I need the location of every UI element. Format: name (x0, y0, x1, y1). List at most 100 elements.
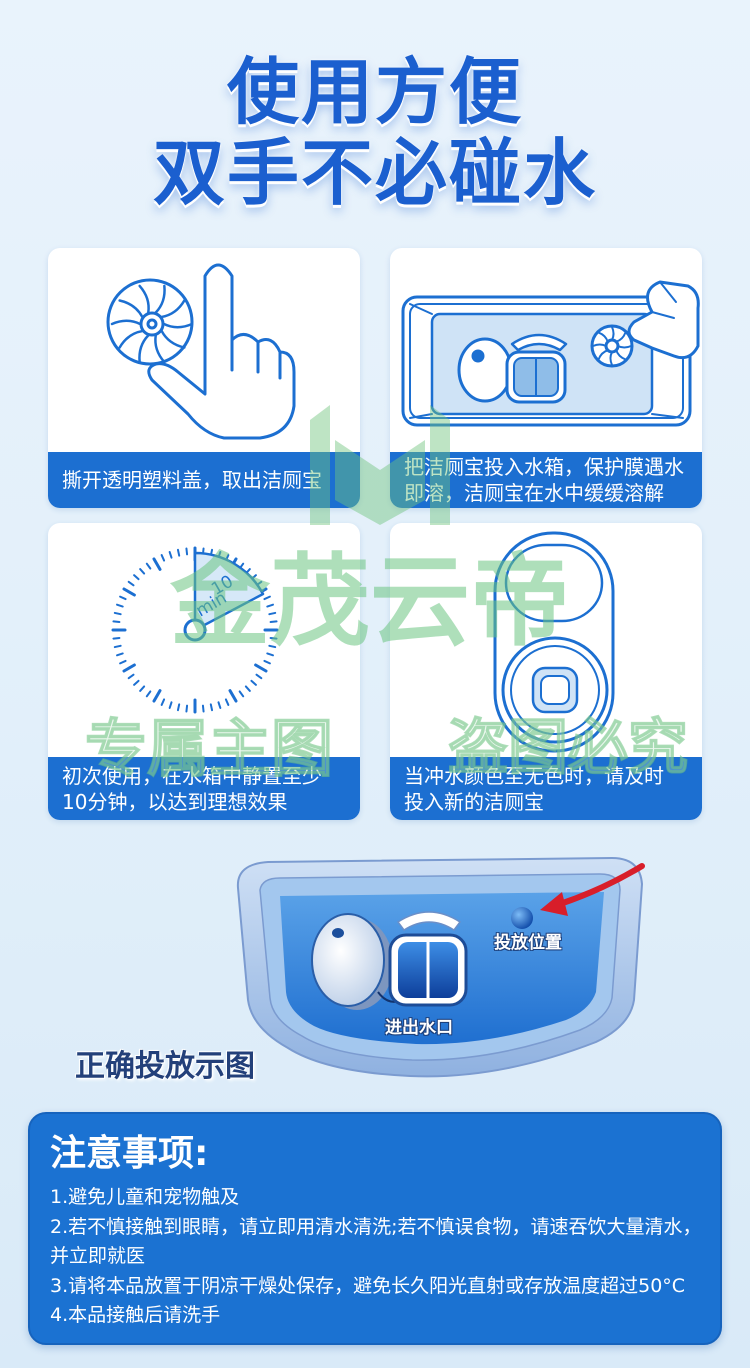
caption-line: 即溶，洁厕宝在水中缓缓溶解 (404, 481, 664, 505)
wheel-spoke (118, 299, 144, 319)
caption-line: 10分钟，以达到理想效果 (62, 789, 288, 814)
clock-tick (119, 659, 127, 665)
notice-line: 1.避免儿童和宠物触及 (50, 1186, 240, 1208)
notice-line: 2.若不慎接触到眼睛，请立即用清水清洗;若不慎误食物，请速吞饮大量清水， (50, 1215, 702, 1238)
top-bracket (510, 333, 568, 352)
red-arrow-head (540, 892, 568, 916)
clock-tick (160, 698, 166, 706)
caption-line: 当冲水颜色至无色时，请及时 (404, 763, 664, 788)
step-caption: 当冲水颜色至无色时，请及时 投入新的洁厕宝 (390, 757, 702, 820)
tank-placement-diagram (236, 856, 645, 1078)
headline-line-1: 使用方便 (226, 50, 523, 134)
clock-sector (193, 551, 265, 632)
clock-tick (238, 690, 245, 698)
caption-line: 把洁厕宝投入水箱，保护膜遇水 (404, 455, 684, 479)
toilet-tank-top-icon (493, 531, 615, 753)
clock-tick (133, 574, 140, 581)
wheel-spoke (118, 329, 144, 349)
tank-lid (504, 543, 604, 623)
lid-hub (139, 311, 165, 337)
lid-hub-dot (146, 318, 158, 330)
drop-position-ball (511, 907, 533, 929)
wheel-spoke (154, 334, 166, 364)
clock-tick (168, 701, 173, 709)
clock-tick (217, 701, 222, 709)
clock-tick (112, 620, 121, 624)
notice-line: 4.本品接触后请洗手 (50, 1304, 221, 1326)
lid-wheel (106, 278, 194, 366)
clock-tick (266, 603, 274, 608)
lid-wheel-spokes (110, 284, 194, 364)
notice-title: 注意事项: (50, 1133, 209, 1174)
clock-tick (112, 636, 121, 640)
notice-list: 1.避免儿童和宠物触及 2.若不慎接触到眼睛，请立即用清水清洗;若不慎误食物，请… (50, 1183, 702, 1331)
clock-tick (139, 568, 146, 575)
drop-position-label: 投放位置 (494, 933, 562, 953)
clock-tick (250, 679, 257, 686)
clock-tick (209, 703, 214, 712)
clock-tick (201, 704, 205, 713)
step-card-wait: 10 min 初次使用，在水箱中静置至少 10分钟，以达到理想效果 (48, 523, 360, 820)
notice-line: 3.请将本品放置于阴凉干燥处保存，避免长久阳光直射或存放温度超过50°C (50, 1274, 686, 1297)
step-caption: 撕开透明塑料盖，取出洁厕宝 (48, 452, 360, 508)
wheel-spoke (162, 322, 194, 329)
float-egg (457, 337, 513, 403)
clock-tick (268, 644, 277, 649)
clock-tick (152, 689, 162, 703)
clock-tick (266, 652, 274, 657)
tank-rim (409, 303, 684, 419)
wheel-spoke (138, 334, 150, 364)
clock-tick (113, 644, 122, 649)
top-bracket (396, 911, 462, 932)
clock-tick (176, 703, 181, 712)
caption-line: 投入新的洁厕宝 (404, 789, 544, 814)
clock-tick (113, 611, 122, 616)
clock-tick (168, 551, 173, 559)
clock-tick (176, 548, 181, 557)
wheel-spoke (138, 284, 150, 314)
hand-shape (627, 280, 700, 360)
clock-tick (224, 698, 230, 706)
clock-tick (263, 659, 271, 665)
tank-drop-icon (401, 280, 700, 427)
wheel-spoke (110, 319, 142, 326)
clock-tick (122, 663, 136, 673)
float-dot (471, 349, 485, 363)
clock-tick (228, 689, 238, 703)
float-dot (332, 928, 344, 938)
clock-tick (185, 704, 189, 713)
clock-tick (255, 673, 263, 680)
clock-tick (145, 562, 152, 570)
wheel-spoke (160, 329, 186, 349)
clock-tick (116, 603, 124, 608)
hand-shape (147, 263, 296, 440)
step-card-replace: 当冲水颜色至无色时，请及时 投入新的洁厕宝 (390, 523, 702, 820)
clock-tick (127, 673, 135, 680)
hand-finger-lines (651, 281, 677, 319)
clock-tick (127, 580, 135, 587)
clock-tick (133, 679, 140, 686)
clock-tick (139, 685, 146, 692)
notice-line: 并立即就医 (50, 1245, 146, 1267)
step-caption: 把洁厕宝投入水箱，保护膜遇水 即溶，洁厕宝在水中缓缓溶解 (390, 452, 702, 508)
clock-tick (269, 636, 278, 640)
bowl-inner (510, 645, 600, 735)
peel-lid-hand-icon (106, 263, 296, 440)
float-egg (311, 913, 385, 1007)
small-wheel-hub (604, 338, 620, 354)
clock-tick (160, 554, 166, 562)
clock-tick (122, 587, 136, 597)
clock-center (183, 618, 207, 642)
wheel-spoke (160, 299, 186, 319)
step-caption: 初次使用，在水箱中静置至少 10分钟，以达到理想效果 (48, 757, 360, 820)
clock-tick (145, 690, 152, 698)
clock-tick (268, 611, 277, 616)
clock-tick (185, 547, 189, 556)
headline-line-2: 双手不必碰水 (152, 131, 597, 215)
clock-tick (263, 595, 271, 601)
clock-tick (244, 685, 251, 692)
clock-tick (152, 557, 162, 571)
wheel-spoke (154, 284, 166, 314)
caption-line: 撕开透明塑料盖，取出洁厕宝 (62, 468, 322, 492)
clock-tick (254, 663, 268, 673)
